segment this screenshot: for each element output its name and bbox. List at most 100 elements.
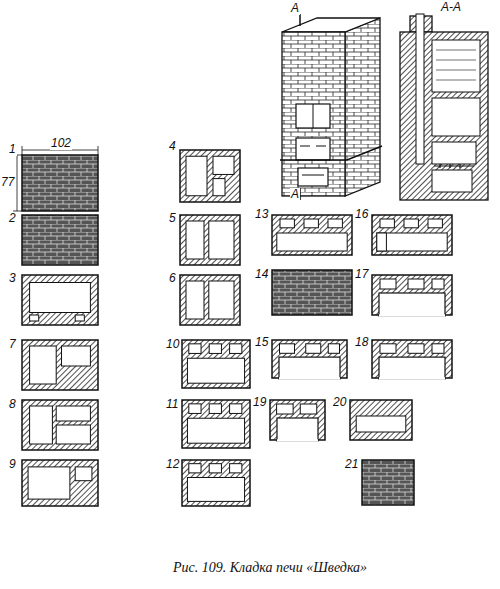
- flue-channel: [213, 179, 225, 196]
- flue-channel: [189, 404, 201, 414]
- open-edge: [279, 377, 340, 380]
- course-plan: [372, 275, 452, 316]
- flue-channel: [277, 233, 347, 251]
- stove-3d-view: [280, 14, 382, 200]
- flue-channel: [408, 279, 424, 289]
- dimension-label: 77: [0, 176, 15, 189]
- ash-door: [298, 168, 328, 186]
- side-face: [345, 18, 380, 196]
- course-walls: [272, 340, 347, 378]
- course-plan: [180, 275, 240, 325]
- course-number: 7: [8, 338, 17, 351]
- upper-channel: [432, 40, 480, 92]
- course-number: 4: [168, 140, 177, 153]
- front-face: [282, 32, 345, 196]
- section-mark: А: [290, 188, 300, 201]
- course-plan: [350, 400, 412, 440]
- course-walls: [270, 400, 325, 440]
- oven-chamber: [432, 98, 480, 136]
- course-plan: [22, 275, 98, 325]
- flue-channel: [189, 344, 201, 354]
- course-plan: [180, 215, 240, 265]
- course-walls: [22, 340, 98, 390]
- dimension-lines: [13, 146, 98, 211]
- course-plan: [372, 340, 452, 379]
- solid-course: [362, 460, 414, 505]
- dimension-label: 102: [50, 137, 72, 150]
- course-walls: [180, 275, 240, 325]
- open-edge: [379, 377, 445, 380]
- firebox: [432, 142, 476, 164]
- course-number: 12: [165, 458, 180, 471]
- course-plan: [362, 460, 414, 505]
- flue-channel: [30, 406, 53, 444]
- open-span: [379, 293, 445, 316]
- course-plan: [180, 150, 240, 202]
- flue-channel: [62, 346, 91, 366]
- course-number: 3: [8, 272, 17, 285]
- section-mark: А-А: [440, 1, 462, 14]
- flue-channel: [30, 346, 57, 384]
- solid-course: [22, 215, 98, 265]
- course-number: 13: [254, 208, 269, 221]
- open-edge: [379, 314, 445, 317]
- grate: [434, 164, 474, 168]
- flue-channel: [280, 219, 294, 228]
- course-plan: [182, 340, 250, 388]
- flue-channel: [187, 358, 244, 383]
- flue-channel: [300, 404, 317, 414]
- course-walls: [372, 340, 452, 378]
- course-plan: [22, 340, 98, 390]
- solid-course: [272, 270, 352, 315]
- flue-channel: [209, 464, 221, 473]
- flue-channel: [56, 425, 90, 444]
- flue-channel: [428, 219, 442, 228]
- course-walls: [180, 150, 240, 202]
- course-plan: [22, 460, 98, 506]
- flue-channel: [75, 467, 92, 481]
- course-number: 16: [354, 208, 369, 221]
- course-plan: [182, 400, 250, 448]
- flue-channel: [189, 464, 201, 473]
- course-walls: [22, 460, 98, 506]
- course-walls: [372, 215, 452, 255]
- flue: [416, 14, 424, 164]
- course-number: 10: [165, 338, 180, 351]
- course-number: 1: [8, 143, 17, 156]
- course-number: 17: [354, 268, 369, 281]
- section-marks: [290, 14, 300, 200]
- course-plan: [22, 155, 98, 211]
- course-plan: [272, 215, 352, 255]
- course-walls: [22, 400, 98, 450]
- flue-channel: [187, 418, 244, 443]
- course-plan: [22, 215, 98, 265]
- flue-channel: [213, 156, 234, 174]
- flue-channel: [408, 344, 424, 354]
- solid-course: [22, 155, 98, 211]
- open-span: [279, 357, 340, 379]
- flue-channel: [186, 156, 207, 196]
- flue-channel: [280, 344, 295, 354]
- course-number: 9: [8, 458, 17, 471]
- course-walls: [350, 400, 412, 440]
- flue-channel: [209, 344, 221, 354]
- flue-channel: [186, 221, 204, 259]
- flue-channel: [432, 344, 444, 354]
- flue-channel: [209, 281, 234, 319]
- course-plan: [270, 400, 325, 441]
- firebox-door: [296, 138, 330, 160]
- course-number: 19: [252, 396, 267, 409]
- flue-channel: [230, 344, 242, 354]
- course-number: 14: [254, 268, 269, 281]
- course-number: 6: [168, 272, 177, 285]
- section-view: [400, 14, 488, 200]
- course-number: 21: [344, 458, 359, 471]
- course-plans: [22, 150, 452, 506]
- flue-channel: [186, 281, 204, 319]
- course-walls: [272, 215, 352, 255]
- course-plan: [22, 400, 98, 450]
- flue-channel: [404, 219, 418, 228]
- top-face: [282, 18, 380, 32]
- flue-channel: [377, 233, 387, 251]
